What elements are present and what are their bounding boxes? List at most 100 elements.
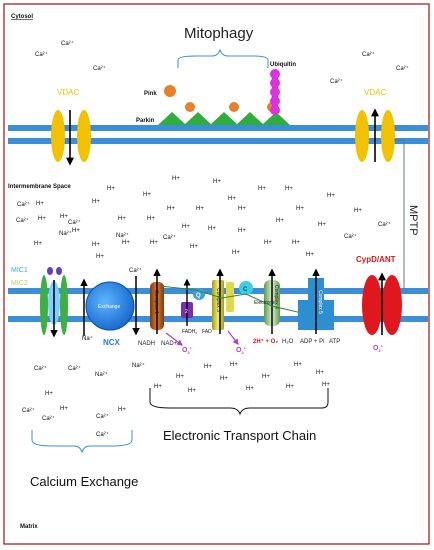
complex-4-label: Complex 4 bbox=[273, 285, 279, 309]
ion-na: Na²⁺ bbox=[59, 230, 72, 237]
complex-2 bbox=[181, 278, 193, 326]
superoxide-b-arrow bbox=[227, 330, 239, 345]
complex-3-label: Complex 3 bbox=[215, 288, 221, 312]
complex-5 bbox=[298, 268, 334, 334]
ubiquitin-chain bbox=[270, 69, 280, 115]
region-label-matrix: Matrix bbox=[20, 524, 38, 530]
ion-h: H+ bbox=[292, 240, 300, 246]
complex-1-label: Complex 1 bbox=[153, 290, 159, 314]
ion-na: Na²⁺ bbox=[95, 371, 108, 378]
ion-na: Na⁺ bbox=[82, 335, 93, 342]
complex-5-label: Complex 5 bbox=[317, 290, 323, 314]
pink-protein bbox=[164, 85, 176, 97]
ion-ca: Ca²⁺ bbox=[61, 40, 74, 47]
ion-h: H+ bbox=[36, 201, 44, 207]
ion-h: H+ bbox=[38, 216, 46, 222]
calcium-heading: Calcium Exchange bbox=[30, 474, 138, 489]
ion-ca: Ca²⁺ bbox=[22, 407, 35, 414]
cypd-superoxide: O2•- bbox=[373, 343, 384, 353]
c-label: C bbox=[243, 287, 248, 293]
mic-channel bbox=[40, 267, 68, 338]
parkin-label: Parkin bbox=[136, 118, 155, 124]
etc-heading: Electronic Transport Chain bbox=[163, 428, 316, 443]
ion-ca: Ca²⁺ bbox=[42, 415, 55, 422]
ion-h: H+ bbox=[60, 406, 68, 412]
ion-h: H+ bbox=[92, 199, 100, 205]
ion-h: H+ bbox=[306, 252, 314, 258]
ion-h: H+ bbox=[172, 176, 180, 182]
ion-ca: Ca²⁺ bbox=[93, 65, 106, 72]
mitophagy-heading: Mitophagy bbox=[184, 25, 254, 42]
adp-label: ADP + Pi bbox=[300, 339, 324, 345]
ion-h: H+ bbox=[316, 370, 324, 376]
ncx-exchanger bbox=[80, 276, 140, 336]
ion-h: H+ bbox=[228, 196, 236, 202]
ion-h: H+ bbox=[196, 206, 204, 212]
mic2-label: MIC2 bbox=[11, 280, 28, 287]
vdac-left-label: VDAC bbox=[57, 88, 79, 97]
water-product: H₂O bbox=[282, 339, 294, 345]
ion-h: H+ bbox=[182, 224, 190, 230]
ion-h: H+ bbox=[96, 254, 104, 260]
page-border bbox=[3, 3, 430, 545]
ion-h: H+ bbox=[232, 250, 240, 256]
ion-ca: Ca²⁺ bbox=[96, 431, 109, 438]
ion-h: H+ bbox=[204, 364, 212, 370]
ion-h: H+ bbox=[262, 374, 270, 380]
ion-h: H+ bbox=[318, 222, 326, 228]
pink-label: Pink bbox=[144, 91, 157, 97]
electron-path bbox=[159, 285, 307, 315]
mic1-label: MIC1 bbox=[11, 267, 28, 274]
ion-h: H+ bbox=[190, 244, 198, 250]
calcium-bracket bbox=[31, 430, 133, 454]
atp-label: ATP bbox=[329, 339, 340, 345]
ion-h: H+ bbox=[322, 382, 330, 388]
ion-h: H+ bbox=[264, 240, 272, 246]
ion-ca: Ca²⁺ bbox=[68, 365, 81, 372]
ion-h: H+ bbox=[122, 240, 130, 246]
ion-h: H+ bbox=[154, 384, 162, 390]
mitophagy-bracket bbox=[177, 48, 269, 68]
fad-label: FAD bbox=[202, 329, 212, 335]
ion-ca: Ca²⁺ bbox=[34, 365, 47, 372]
cypd-channel bbox=[362, 272, 402, 335]
ion-h: H+ bbox=[285, 186, 293, 192]
superoxide-a-arrow bbox=[165, 332, 183, 346]
ion-h: H+ bbox=[286, 384, 294, 390]
region-label-cytosol: Cytosol bbox=[11, 14, 33, 20]
ion-h: H+ bbox=[258, 186, 266, 192]
q-label: Q bbox=[196, 293, 201, 299]
ion-h: H+ bbox=[143, 192, 151, 198]
ion-h: H+ bbox=[118, 407, 126, 413]
ubiquitin-label: Ubiquitin bbox=[270, 62, 296, 68]
vdac-right-channel bbox=[355, 108, 395, 162]
exchange-label: Exchange bbox=[98, 304, 120, 310]
ions: Ca²⁺ Ca²⁺ Ca²⁺ Ca²⁺ Ca²⁺ Ca²⁺ H+ H+ H+ H… bbox=[16, 40, 409, 438]
ion-h: H+ bbox=[327, 193, 335, 199]
nad-label: NAD+ bbox=[161, 341, 178, 347]
ion-h: H+ bbox=[147, 216, 155, 222]
mptp-connector bbox=[394, 139, 405, 288]
parkin-proteins bbox=[158, 102, 290, 125]
ion-h: H+ bbox=[296, 206, 304, 212]
mptp-label: MPTP bbox=[407, 205, 419, 236]
ion-h: H+ bbox=[60, 214, 68, 220]
nadh-label: NADH bbox=[138, 341, 155, 347]
ion-ca: Ca²⁺ bbox=[96, 413, 109, 420]
cytochrome-c bbox=[239, 281, 253, 295]
cypd-label: CypD/ANT bbox=[356, 255, 396, 264]
ion-h: H+ bbox=[208, 226, 216, 232]
ion-h: H+ bbox=[213, 179, 221, 185]
ion-h: H+ bbox=[230, 362, 238, 368]
ion-h: H+ bbox=[72, 228, 80, 234]
ion-ca: Ca²⁺ bbox=[35, 51, 48, 58]
ion-ca: Ca²⁺ bbox=[163, 234, 176, 241]
ion-ca: Ca²⁺ bbox=[68, 219, 81, 226]
ion-h: H+ bbox=[238, 228, 246, 234]
ion-h: H+ bbox=[354, 208, 362, 214]
ncx-label: NCX bbox=[103, 338, 121, 347]
water-reaction: 2H⁺ + O₂ bbox=[253, 338, 278, 345]
ion-h: H+ bbox=[167, 206, 175, 212]
ion-ca: Ca²⁺ bbox=[16, 217, 29, 224]
